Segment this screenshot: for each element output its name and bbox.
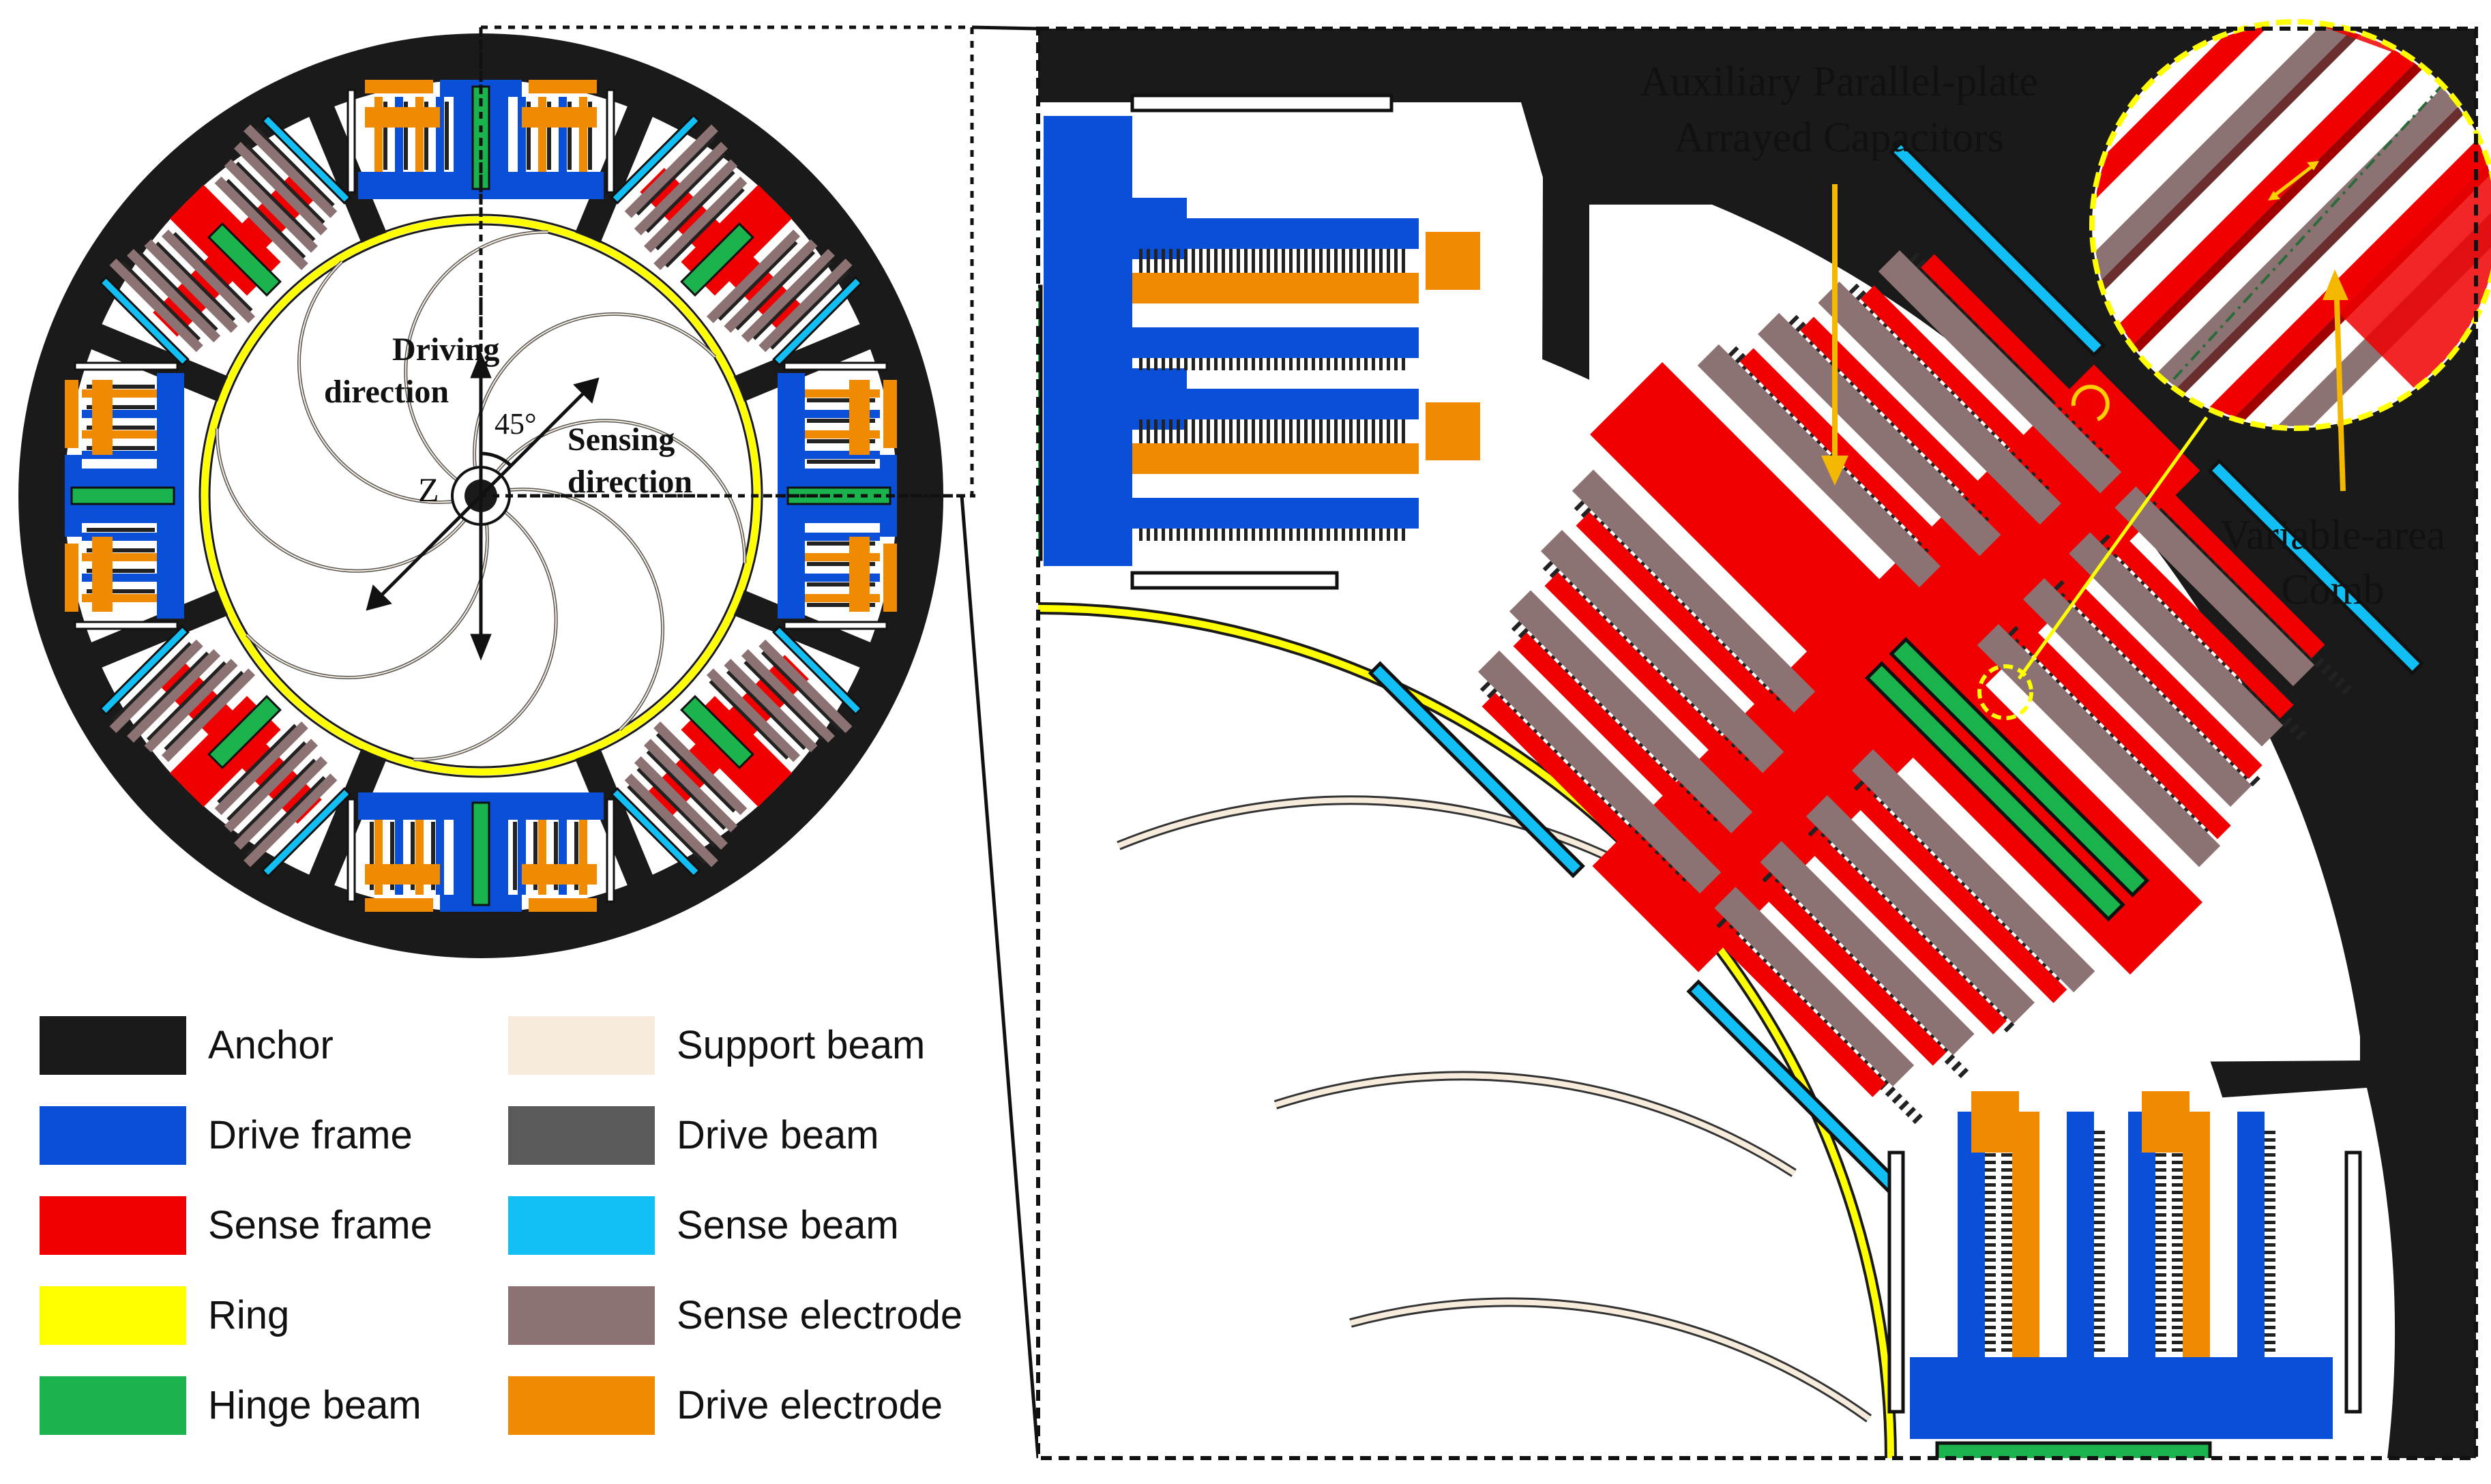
- support-beam: [215, 428, 483, 573]
- legend-swatch: [508, 1196, 655, 1255]
- zoom-panel-border: [1036, 27, 2478, 1460]
- sense-unit: [610, 113, 864, 367]
- legend-item: Drive electrode: [508, 1376, 943, 1435]
- legend-label: Drive electrode: [677, 1383, 943, 1427]
- support-beam: [480, 488, 665, 732]
- support-beam: [479, 419, 747, 563]
- legend-label: Sense frame: [208, 1203, 432, 1247]
- zoom-inner-region: [1038, 608, 1889, 1458]
- zoom-drive-unit-bottom: [1887, 1091, 2362, 1458]
- sense-unit: [98, 113, 352, 367]
- support-beam: [245, 495, 489, 680]
- sensing-units: [65, 80, 897, 912]
- legend-item: Support beam: [508, 1016, 925, 1075]
- drive-unit: [347, 792, 615, 912]
- legend-item: Hinge beam: [40, 1376, 422, 1435]
- zoom-anchor-arc: [1038, 29, 2476, 1458]
- comb-label-2: Comb: [2281, 567, 2385, 613]
- legend-item: Drive beam: [508, 1106, 879, 1165]
- drive-unit: [65, 361, 184, 630]
- legend-label: Hinge beam: [208, 1383, 422, 1427]
- magnifier-source: [1977, 664, 2033, 720]
- zoom-drive-unit-top: [1038, 93, 1480, 590]
- legend-label: Drive beam: [677, 1113, 879, 1157]
- sense-unit: [610, 625, 864, 878]
- legend-item: Sense electrode: [508, 1286, 962, 1345]
- legend-item: Sense beam: [508, 1196, 899, 1255]
- legend-item: Ring: [40, 1286, 289, 1345]
- magnified-comb-view: [2071, 19, 2491, 431]
- magnifier-connector: [2017, 416, 2209, 680]
- legend-label: Drive frame: [208, 1113, 413, 1157]
- z-axis-label: Z: [418, 471, 439, 509]
- legend-item: Drive frame: [40, 1106, 413, 1165]
- zoom-annotations: Auxiliary Parallel-plate Arrayed Capacit…: [1640, 59, 2445, 613]
- legend-swatch: [40, 1196, 186, 1255]
- zoom-connectors: [960, 25, 1040, 1459]
- legend-label: Sense beam: [677, 1203, 899, 1247]
- support-beam: [404, 230, 548, 498]
- sensing-direction-label-2: direction: [568, 464, 692, 500]
- comb-label: Variable-area: [2220, 512, 2445, 559]
- legend-swatch: [40, 1016, 186, 1075]
- legend-item: Anchor: [40, 1016, 334, 1075]
- support-beams: [215, 230, 747, 762]
- legend-swatch: [40, 1286, 186, 1345]
- legend-swatch: [508, 1016, 655, 1075]
- capacitors-label: Auxiliary Parallel-plate: [1640, 59, 2038, 105]
- driving-direction-label: Driving: [392, 331, 499, 368]
- legend-swatch: [508, 1286, 655, 1345]
- support-beam: [413, 494, 558, 762]
- legend-swatch: [40, 1376, 186, 1435]
- legend-item: Sense frame: [40, 1196, 432, 1255]
- legend-label: Sense electrode: [677, 1293, 962, 1337]
- legend-swatch: [508, 1106, 655, 1165]
- sense-unit: [98, 625, 352, 878]
- zoom-source-box: [479, 25, 974, 498]
- zoom-sense-unit: [1368, 140, 2425, 1197]
- legend-label: Ring: [208, 1293, 289, 1337]
- legend-label: Anchor: [208, 1023, 334, 1067]
- sensing-direction-label: Sensing: [568, 421, 675, 458]
- driving-direction-label-2: direction: [324, 374, 449, 410]
- support-beam: [473, 312, 717, 496]
- capacitors-label-2: Arrayed Capacitors: [1674, 115, 2004, 161]
- legend-swatch: [40, 1106, 186, 1165]
- support-beam: [297, 260, 482, 504]
- full-gyroscope-overview: Driving direction 45° Sensing direction …: [18, 27, 975, 958]
- legend-label: Support beam: [677, 1023, 925, 1067]
- legend-swatch: [508, 1376, 655, 1435]
- angle-label: 45°: [495, 407, 537, 441]
